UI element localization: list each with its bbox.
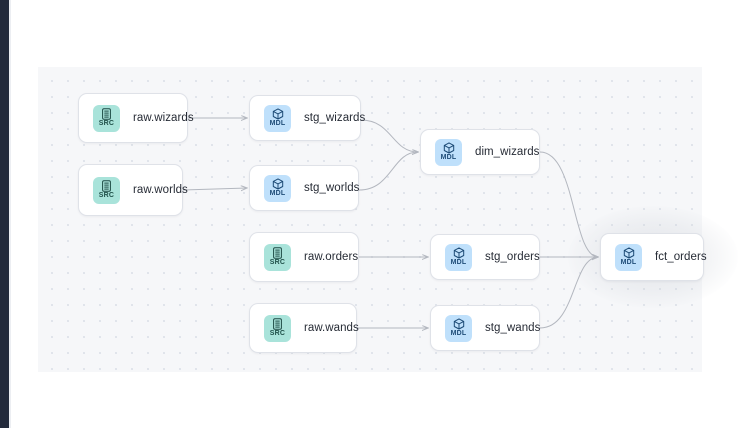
node-type-label: MDL: [440, 154, 457, 161]
node-label: stg_wands: [485, 322, 541, 334]
node-label: stg_wizards: [304, 112, 366, 124]
node-type-badge-mdl: MDL: [445, 243, 472, 271]
node-label: raw.worlds: [133, 184, 188, 196]
cube-icon: [453, 318, 465, 330]
graph-node-raw-wizards[interactable]: SRC raw.wizards: [78, 93, 194, 143]
node-type-badge-src: SRC: [93, 176, 120, 204]
node-type-label: SRC: [98, 120, 115, 127]
node-type-badge-mdl: MDL: [264, 174, 291, 202]
node-type-label: SRC: [269, 330, 286, 337]
node-type-label: MDL: [450, 330, 467, 337]
node-label: raw.wands: [304, 322, 359, 334]
node-type-badge-mdl: MDL: [264, 104, 291, 132]
node-type-label: MDL: [269, 190, 286, 197]
node-type-label: MDL: [450, 259, 467, 266]
app-left-rail: [0, 0, 9, 428]
node-type-badge-src: SRC: [93, 104, 120, 132]
graph-node-raw-wands[interactable]: SRC raw.wands: [249, 303, 359, 353]
node-type-badge-src: SRC: [264, 243, 291, 271]
node-type-label: MDL: [620, 259, 637, 266]
graph-node-stg-worlds[interactable]: MDL stg_worlds: [249, 165, 359, 211]
database-icon: [101, 180, 112, 192]
node-type-label: SRC: [98, 192, 115, 199]
cube-icon: [272, 108, 284, 120]
node-type-badge-mdl: MDL: [615, 243, 642, 271]
node-type-label: SRC: [269, 259, 286, 266]
graph-node-raw-worlds[interactable]: SRC raw.worlds: [78, 164, 188, 216]
node-type-badge-mdl: MDL: [445, 314, 472, 342]
node-label: stg_worlds: [304, 182, 360, 194]
graph-node-stg-wizards[interactable]: MDL stg_wizards: [249, 95, 365, 141]
node-type-label: MDL: [269, 120, 286, 127]
graph-node-dim-wizards[interactable]: MDL dim_wizards: [420, 129, 540, 175]
node-label: fct_orders: [655, 251, 707, 263]
database-icon: [101, 108, 112, 120]
app-rail-divider: [9, 0, 11, 428]
node-type-badge-src: SRC: [264, 314, 291, 342]
node-label: raw.wizards: [133, 112, 194, 124]
graph-node-raw-orders[interactable]: SRC raw.orders: [249, 232, 359, 282]
graph-node-fct-orders[interactable]: MDL fct_orders: [600, 233, 707, 281]
database-icon: [272, 247, 283, 259]
graph-node-stg-orders[interactable]: MDL stg_orders: [430, 234, 540, 280]
database-icon: [272, 318, 283, 330]
cube-icon: [623, 247, 635, 259]
node-type-badge-mdl: MDL: [435, 138, 462, 166]
node-label: dim_wizards: [475, 146, 540, 158]
cube-icon: [272, 178, 284, 190]
graph-node-stg-wands[interactable]: MDL stg_wands: [430, 305, 540, 351]
cube-icon: [443, 142, 455, 154]
node-label: stg_orders: [485, 251, 540, 263]
node-label: raw.orders: [304, 251, 359, 263]
cube-icon: [453, 247, 465, 259]
